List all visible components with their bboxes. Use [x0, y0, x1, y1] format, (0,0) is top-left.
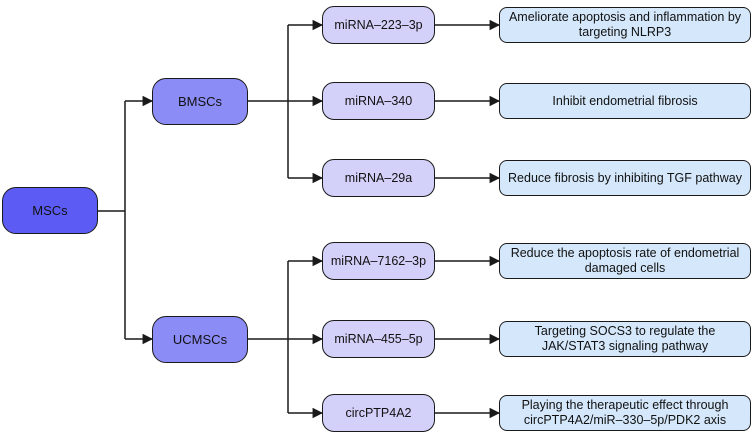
- mirna-node-bmscs-0: miRNA–223–3p: [322, 6, 435, 44]
- effect-node-bmscs-1: Inhibit endometrial fibrosis: [499, 83, 751, 119]
- mirna-node-ucmscs-0: miRNA–7162–3p: [322, 242, 435, 280]
- branch-node-bmscs: BMSCs: [152, 78, 248, 125]
- mirna-node-ucmscs-2: circPTP4A2: [322, 394, 435, 432]
- branch-node-ucmscs: UCMSCs: [152, 316, 248, 363]
- mirna-node-bmscs-1: miRNA–340: [322, 82, 435, 120]
- effect-node-ucmscs-1: Targeting SOCS3 to regulate the JAK/STAT…: [499, 321, 751, 357]
- effect-node-bmscs-0: Ameliorate apoptosis and inflammation by…: [499, 7, 751, 43]
- effect-node-ucmscs-0: Reduce the apoptosis rate of endometrial…: [499, 243, 751, 279]
- root-node-mscs: MSCs: [2, 187, 98, 234]
- effect-node-bmscs-2: Reduce fibrosis by inhibiting TGF pathwa…: [499, 160, 751, 196]
- mirna-node-ucmscs-1: miRNA–455–5p: [322, 320, 435, 358]
- mirna-node-bmscs-2: miRNA–29a: [322, 159, 435, 197]
- effect-node-ucmscs-2: Playing the therapeutic effect through c…: [499, 395, 751, 431]
